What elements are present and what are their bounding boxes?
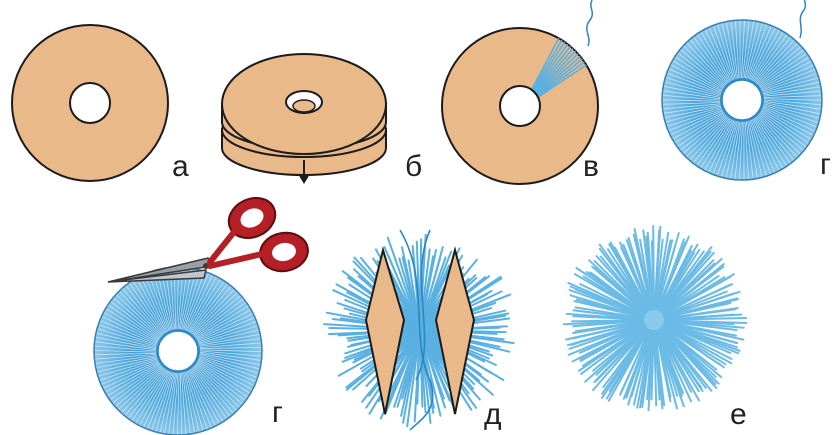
step-g-cutting-ring [94,267,262,435]
step-label-g: г [820,148,831,181]
yarn-thread-icon [587,0,593,46]
step-label-e: е [730,398,747,431]
step-label-d: д [484,398,502,431]
step-label-g2: г [272,396,283,429]
step-label-a: а [172,150,189,183]
step-v-ring-start-wrapping [442,0,598,184]
step-a-cardboard-ring [12,25,168,181]
step-g-fully-wrapped-ring [662,0,822,180]
step-label-b: б [405,150,422,183]
scissors-icon [108,191,311,282]
step-label-v: в [583,150,599,183]
step-e-finished-pompom [564,226,747,410]
step-b-stacked-rings [222,54,386,184]
